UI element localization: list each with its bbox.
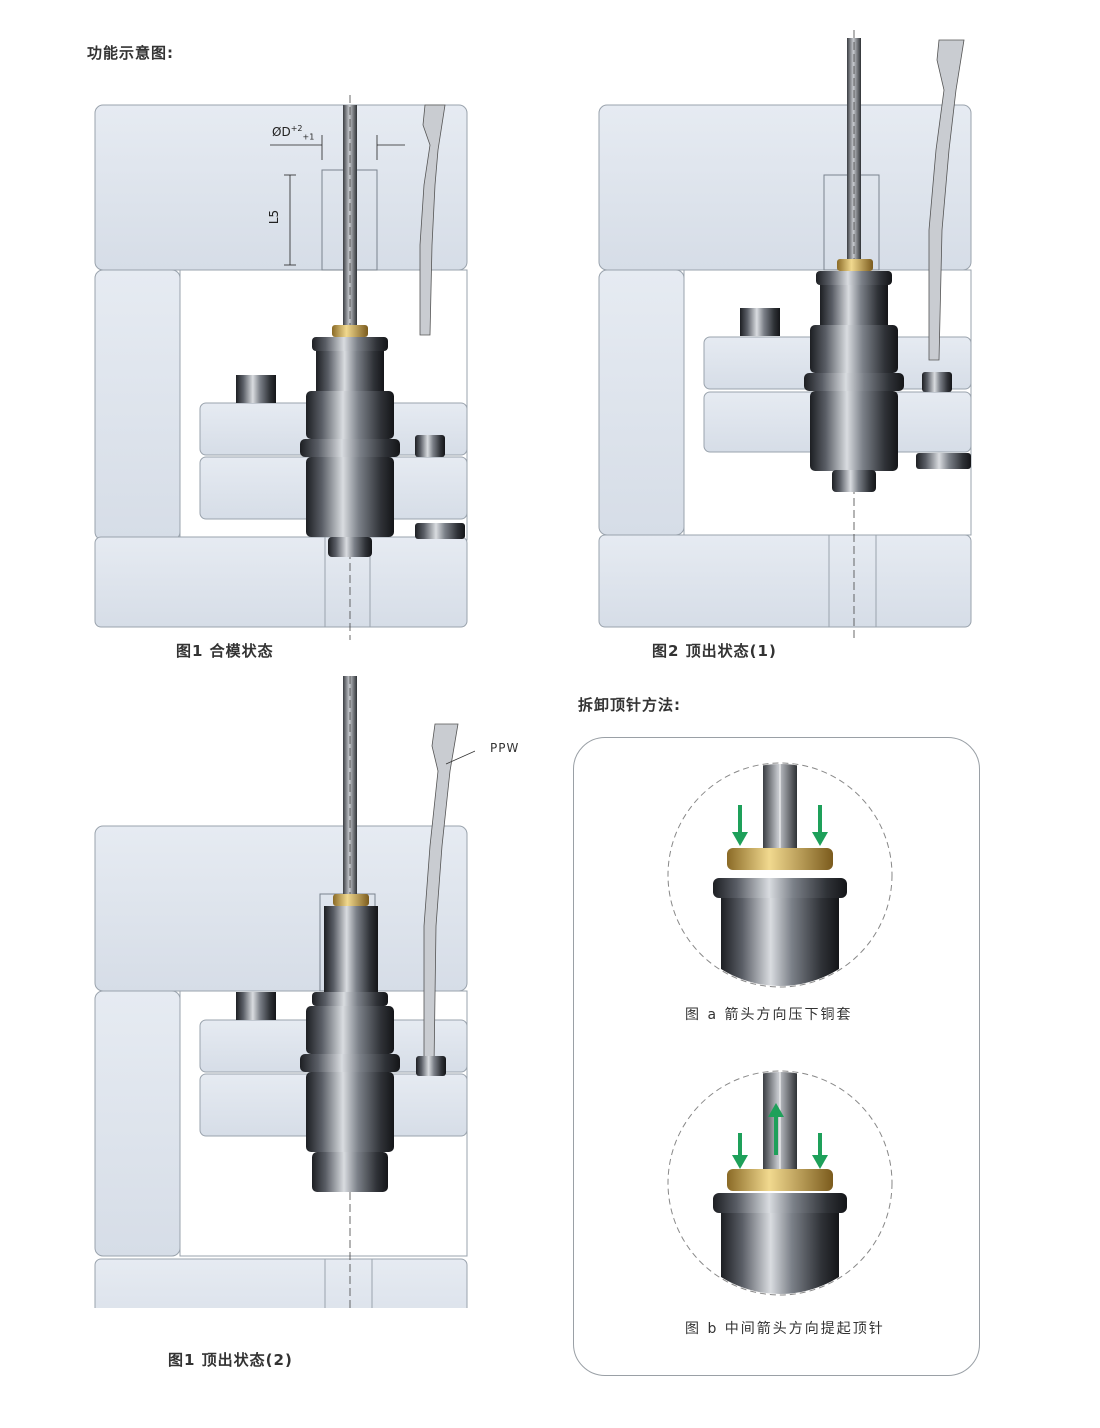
figure-1-mold-closed <box>90 95 475 640</box>
figure-2-ejected-1 <box>594 30 974 640</box>
figure-3-ejected-2 <box>90 676 475 1308</box>
figure-b-lift-pin <box>655 1065 905 1305</box>
figure-b-caption: 图 b 中间箭头方向提起顶针 <box>685 1321 885 1337</box>
length-label: L5 <box>267 209 282 225</box>
figure-a-caption: 图 a 箭头方向压下铜套 <box>685 1007 853 1023</box>
figure-a-press-copper-sleeve <box>655 760 905 995</box>
figure-3-caption: 图1 顶出状态(2) <box>168 1351 293 1369</box>
diameter-label: ØD+2+1 <box>272 124 315 142</box>
figure-1-caption: 图1 合模状态 <box>176 642 274 660</box>
removal-method-heading: 拆卸顶针方法: <box>578 696 681 714</box>
removal-method-box <box>573 737 980 1376</box>
function-diagram-heading: 功能示意图: <box>87 44 174 62</box>
figure-2-caption: 图2 顶出状态(1) <box>652 642 777 660</box>
ppw-label: PPW <box>490 741 520 755</box>
